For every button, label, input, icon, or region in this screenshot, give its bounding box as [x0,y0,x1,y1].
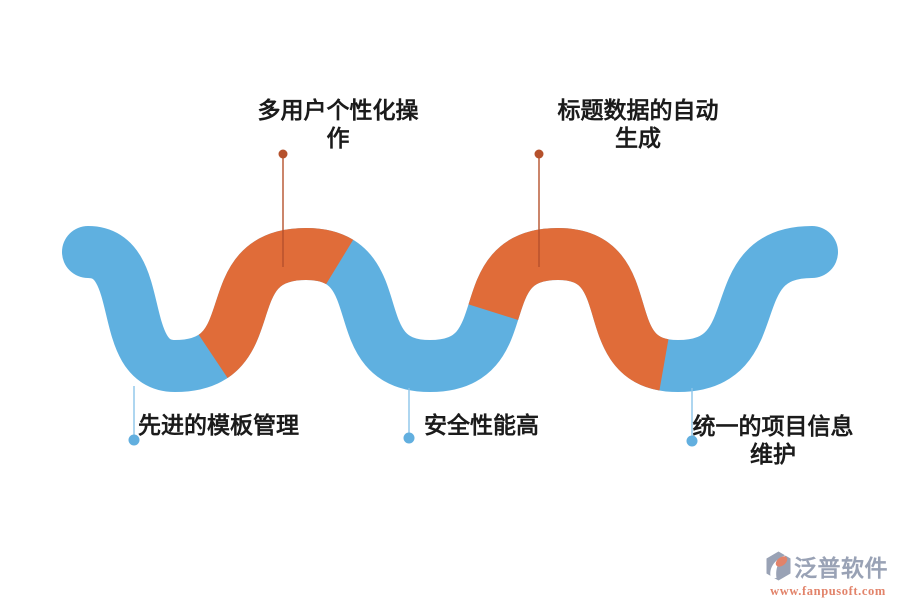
feature-label-bottom-middle: 安全性能高 [424,412,539,440]
callout-dot-top-right [534,149,544,159]
callout-dot-top-left [278,149,288,159]
wave-ribbon-blue [62,226,838,393]
feature-label-bottom-right: 统一的项目信息 维护 [693,413,854,469]
feature-label-text: 作 [326,126,350,152]
feature-label-text: 多用户个性化操 [257,98,419,124]
feature-label-text: 标题数据的自动 [557,98,719,124]
brand-logo: 泛普软件 www.fanpusoft.com [766,549,890,599]
feature-label-text: 生成 [615,126,661,152]
feature-label-text: 安全性能高 [424,413,539,439]
feature-label-text: 维护 [750,442,796,468]
feature-label-text: 先进的模板管理 [138,413,299,439]
feature-label-top-right: 标题数据的自动 生成 [558,97,719,153]
brand-url: www.fanpusoft.com [770,584,886,598]
callout-dot-bottom-right [686,435,698,447]
brand-name: 泛普软件 [794,556,888,582]
feature-label-top-left: 多用户个性化操 作 [258,97,419,153]
callout-dot-bottom-left [128,434,140,446]
fanpu-logo-icon [766,551,791,581]
callout-dot-bottom-middle [403,432,415,444]
feature-label-bottom-left: 先进的模板管理 [138,412,299,440]
feature-label-text: 统一的项目信息 [692,414,854,440]
